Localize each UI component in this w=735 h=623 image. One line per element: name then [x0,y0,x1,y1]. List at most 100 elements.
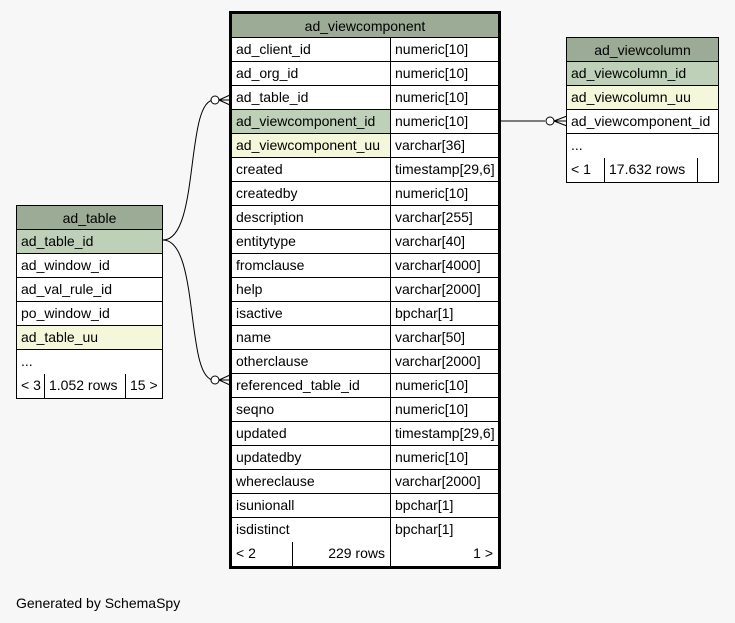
column-type: numeric[10] [395,89,469,105]
column-row[interactable]: ad_window_id [17,254,162,278]
column-name: otherclause [232,350,391,373]
column-type: numeric[10] [395,377,469,393]
column-type: varchar[50] [395,329,466,345]
column-row[interactable]: ad_val_rule_id [17,278,162,302]
crowfoot-circle-referenced-table-id [210,375,220,385]
row-count: 17.632 rows [605,158,698,182]
column-name: description [232,206,391,229]
column-name: updated [232,422,391,445]
column-name: ad_viewcolumn_uu [567,86,718,109]
column-name: referenced_table_id [232,374,391,397]
column-name: isunionall [232,494,391,517]
row-count: 1.052 rows [45,374,126,398]
column-name: ad_viewcolumn_id [567,62,718,85]
column-row[interactable]: po_window_id [17,302,162,326]
column-type: bpchar[1] [395,497,454,513]
column-name: entitytype [232,230,391,253]
column-row[interactable]: ad_viewcolumn_id [567,62,718,86]
column-name: ... [21,353,33,369]
children-link[interactable]: 15 > [130,377,158,393]
column-name: ad_org_id [232,62,391,85]
crowfoot-circle-ad-table-id [210,95,220,105]
column-name: ad_window_id [21,257,110,273]
column-type: varchar[255] [395,209,473,225]
column-name: ad_client_id [232,38,391,61]
parents-link[interactable]: < 1 [567,158,605,182]
column-type: bpchar[1] [395,521,454,537]
column-type: numeric[10] [395,449,469,465]
column-name: isactive [232,302,391,325]
column-row[interactable]: ad_viewcolumn_uu [567,86,718,110]
crowfoot-referenced-table-id [218,374,231,386]
crowfoot-ad-viewcomponent-id [553,115,568,127]
parents-link[interactable]: < 3 [17,374,45,398]
children-link[interactable]: 1 > [473,545,493,561]
column-type: varchar[4000] [395,257,481,273]
column-type: numeric[10] [395,185,469,201]
column-name: po_window_id [21,305,110,321]
column-name: created [232,158,391,181]
column-type: varchar[2000] [395,281,481,297]
column-type: numeric[10] [395,65,469,81]
column-type: varchar[2000] [395,353,481,369]
column-name: isdistinct [232,518,391,542]
column-name: ad_table_uu [17,326,162,349]
generated-by-label: Generated by SchemaSpy [16,595,181,611]
column-name: ad_table_id [17,230,162,253]
column-type: varchar[36] [395,137,466,153]
column-row[interactable]: ad_table_uu [17,326,162,350]
column-name: createdby [232,182,391,205]
column-row[interactable]: ... [17,350,162,374]
column-name: ad_val_rule_id [21,281,113,297]
column-row[interactable]: ad_table_id [17,230,162,254]
column-type: varchar[40] [395,233,466,249]
column-type: numeric[10] [395,41,469,57]
column-name: whereclause [232,470,391,493]
relationship-ad-table-id [162,99,215,241]
column-name: seqno [232,398,391,421]
column-type: timestamp[29,6] [395,161,495,177]
column-name: updatedby [232,446,391,469]
crowfoot-circle-ad-viewcomponent-id [545,116,555,126]
column-type: varchar[2000] [395,473,481,489]
column-row[interactable]: ad_viewcomponent_id [567,110,718,134]
column-name: ad_viewcomponent_id [232,110,391,133]
table-title[interactable]: ad_viewcomponent [232,14,498,38]
table-footer: < 3 1.052 rows 15 > [17,374,162,398]
table-title[interactable]: ad_viewcolumn [567,38,718,62]
parents-link[interactable]: < 2 [232,542,293,566]
table-ad-table[interactable]: ad_table ad_table_id ad_window_id ad_val_r… [16,205,163,399]
column-name: ... [571,137,583,153]
table-title[interactable]: ad_table [17,206,162,230]
column-type: numeric[10] [395,401,469,417]
children-link[interactable] [698,158,718,182]
row-count: 229 rows [293,542,391,566]
column-row[interactable]: ... [567,134,718,158]
column-type: bpchar[1] [395,305,454,321]
column-name: ad_viewcomponent_id [571,113,711,129]
table-footer: < 1 17.632 rows [567,158,718,182]
